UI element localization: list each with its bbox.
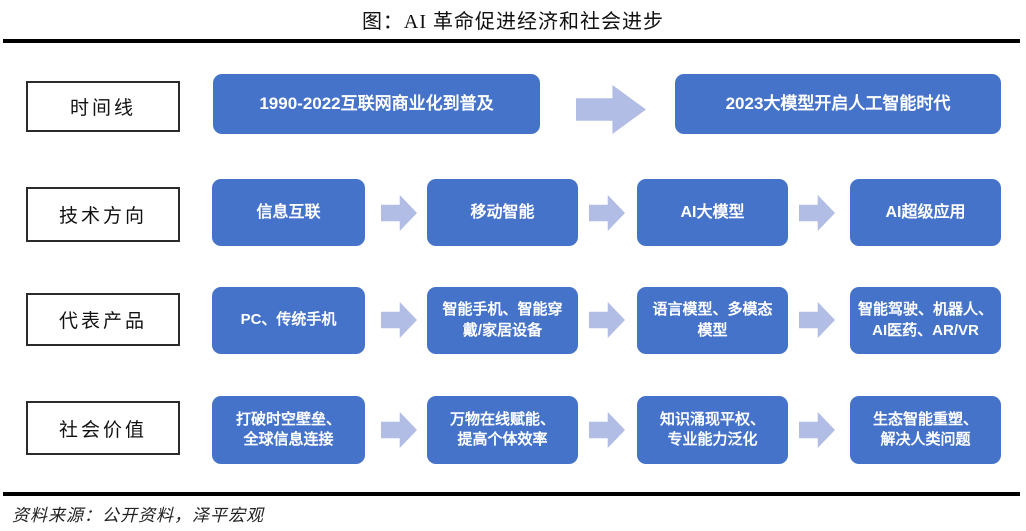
figure-title: 图：AI 革命促进经济和社会进步 <box>361 11 665 33</box>
tech-box-4: AI超级应用 <box>850 179 1001 246</box>
arrow-right-icon <box>589 195 625 231</box>
arrow-right-icon <box>799 412 835 448</box>
tech-box-3: AI大模型 <box>637 179 788 246</box>
row-label-tech-direction: 技术方向 <box>26 187 180 242</box>
row-label-timeline: 时间线 <box>26 81 180 132</box>
row-label-social-value: 社会价值 <box>26 401 180 455</box>
product-box-4: 智能驾驶、机器人、 AI医药、AR/VR <box>850 287 1001 354</box>
tech-box-1: 信息互联 <box>212 179 365 246</box>
tech-box-2: 移动智能 <box>427 179 578 246</box>
value-box-3: 知识涌现平权、 专业能力泛化 <box>637 396 788 464</box>
value-box-4: 生态智能重塑、 解决人类问题 <box>850 396 1001 464</box>
arrow-right-icon <box>589 302 625 338</box>
arrow-right-icon <box>381 412 417 448</box>
source-note: 资料来源：公开资料，泽平宏观 <box>12 506 264 525</box>
bottom-divider <box>3 492 1020 496</box>
product-box-3: 语言模型、多模态 模型 <box>637 287 788 354</box>
top-divider <box>3 39 1020 43</box>
arrow-right-icon <box>799 195 835 231</box>
arrow-right-icon <box>576 85 646 134</box>
product-box-2: 智能手机、智能穿 戴/家居设备 <box>427 287 578 354</box>
arrow-right-icon <box>381 302 417 338</box>
value-box-1: 打破时空壁垒、 全球信息连接 <box>212 396 365 464</box>
product-box-1: PC、传统手机 <box>212 287 365 354</box>
value-box-2: 万物在线赋能、 提高个体效率 <box>427 396 578 464</box>
arrow-right-icon <box>381 195 417 231</box>
timeline-box-internet-era: 1990-2022互联网商业化到普及 <box>213 74 540 134</box>
arrow-right-icon <box>589 412 625 448</box>
row-label-products: 代表产品 <box>26 293 180 346</box>
timeline-box-ai-era: 2023大模型开启人工智能时代 <box>675 74 1001 134</box>
arrow-right-icon <box>799 302 835 338</box>
